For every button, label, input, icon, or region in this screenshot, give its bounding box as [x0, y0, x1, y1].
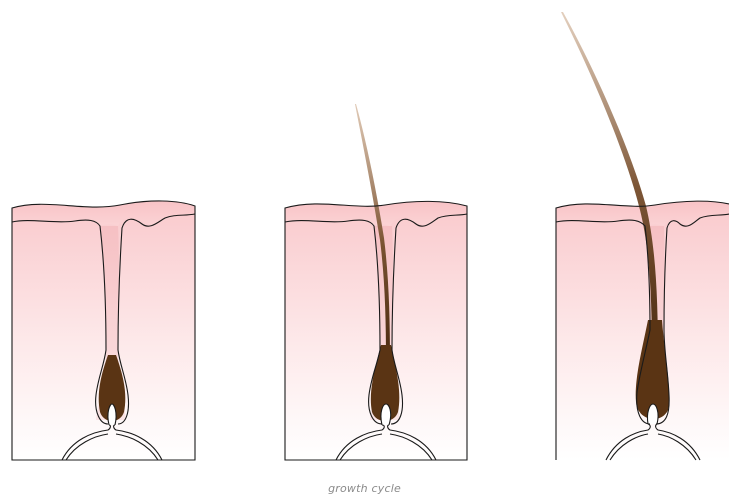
dermal-papilla-3 — [647, 404, 658, 424]
caption-text: growth cycle — [0, 482, 729, 495]
dermal-papilla-1 — [108, 404, 116, 425]
panel-stage-3 — [556, 12, 729, 460]
panel-stage-2 — [285, 104, 467, 460]
dermal-papilla-2 — [381, 404, 391, 425]
panel-stage-1 — [12, 201, 195, 460]
